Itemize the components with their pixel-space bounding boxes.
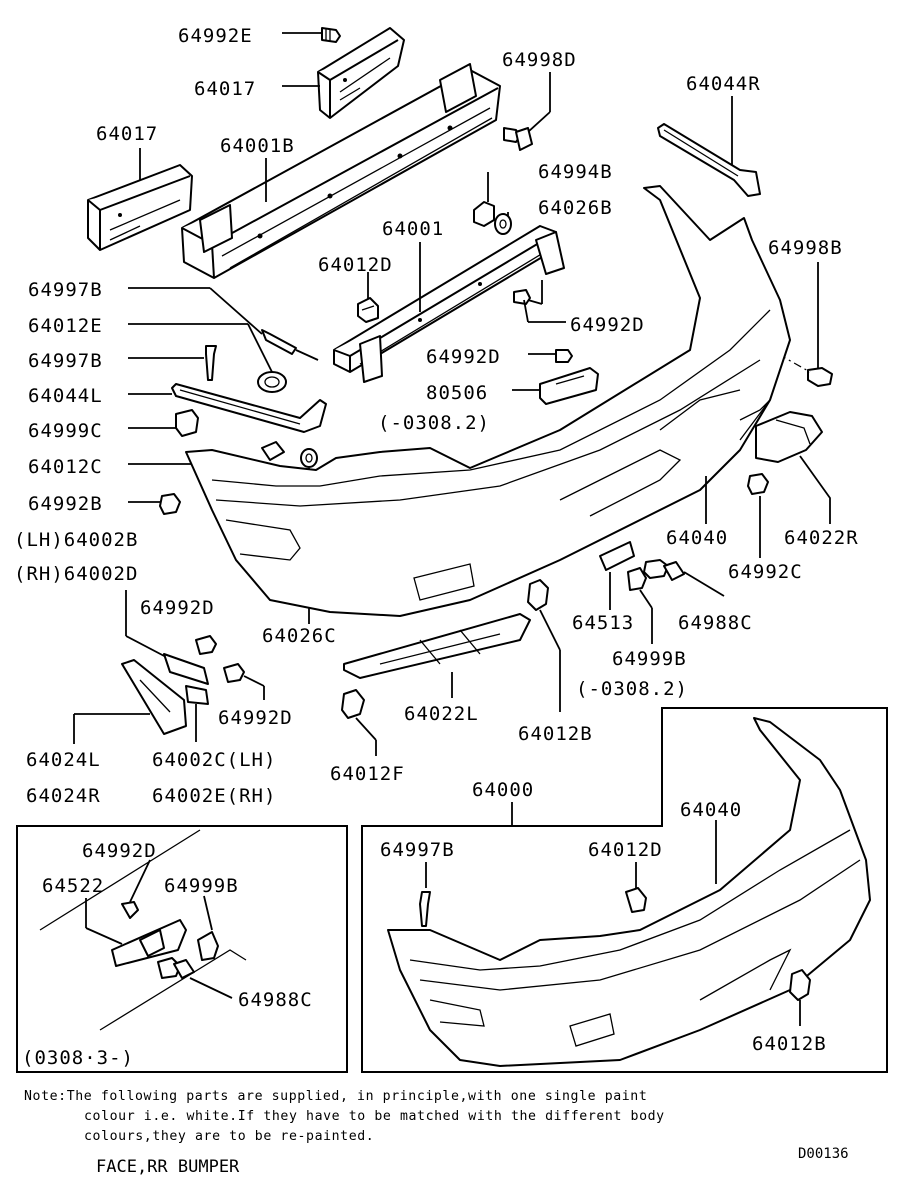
pad-64513 (599, 541, 635, 610)
label-64513: 64513 (572, 612, 634, 634)
label-64001: 64001 (382, 218, 444, 240)
diagram-code: D00136 (798, 1146, 849, 1162)
label-64988c-b: 64988C (238, 989, 313, 1011)
label-64992d-d: 64992D (218, 707, 293, 729)
bolt-64998d (503, 72, 551, 151)
label-64992e: 64992E (178, 25, 253, 47)
note-line-1: Note:The following parts are supplied, i… (24, 1089, 647, 1104)
label-64012c: 64012C (28, 456, 103, 478)
label-64997b-a: 64997B (28, 279, 103, 301)
label-64992d-e: 64992D (82, 840, 157, 862)
nut-64994b (473, 172, 495, 227)
bracket-64044r (657, 96, 761, 197)
clip-64999c (128, 409, 199, 437)
label-64012b-b: 64012B (752, 1033, 827, 1055)
label-64997b-c: 64997B (380, 839, 455, 861)
label-64012f: 64012F (330, 763, 405, 785)
clip-64999b (627, 567, 653, 644)
label-64002e: 64002E(RH) (152, 785, 276, 807)
washer-64026b (494, 212, 512, 235)
nut-64988c (643, 559, 725, 597)
note-block: Note:The following parts are supplied, i… (24, 1089, 665, 1144)
label-64002b: (LH)64002B (14, 529, 138, 551)
panel-64022l (343, 613, 531, 698)
label-64024r: 64024R (26, 785, 101, 807)
label-64017-b: 64017 (96, 123, 158, 145)
diagram-title: FACE,RR BUMPER (96, 1157, 240, 1177)
label-64992d-a: 64992D (570, 314, 645, 336)
part-labels: 64992E 64017 64998D 64044R 64017 64001B … (14, 25, 859, 1069)
label-64012e: 64012E (28, 315, 103, 337)
bracket-64002 (125, 590, 265, 742)
label-64026b: 64026B (538, 197, 613, 219)
label-64992b: 64992B (28, 493, 103, 515)
label-64012d: 64012D (318, 254, 393, 276)
clip-64012d (357, 272, 379, 323)
label-64988c-a: 64988C (678, 612, 753, 634)
label-64017-a: 64017 (194, 78, 256, 100)
grommet-64012e (128, 323, 287, 393)
label-64998b: 64998B (768, 237, 843, 259)
screw-64992d-b (528, 349, 573, 363)
label-64026c: 64026C (262, 625, 337, 647)
label-80506: 80506 (426, 382, 488, 404)
label-date-range-c: (0308·3-) (22, 1047, 134, 1069)
label-64022l: 64022L (404, 703, 479, 725)
bumper-face-64040 (185, 185, 791, 617)
label-64992c: 64992C (728, 561, 803, 583)
bracket-64017-left (87, 148, 193, 251)
bracket-64044l (128, 383, 327, 433)
label-64001b: 64001B (220, 135, 295, 157)
bracket-80506 (512, 367, 599, 405)
bracket-64022r (755, 411, 831, 524)
label-64040-b: 64040 (680, 799, 742, 821)
beam-64001b (181, 63, 501, 279)
rivet-64997b-b (128, 345, 217, 381)
label-date-range-a: (-0308.2) (378, 412, 490, 434)
screw-64992e (282, 27, 341, 43)
label-64012d-b: 64012D (588, 839, 663, 861)
label-64002d: (RH)64002D (14, 563, 138, 585)
inset-box-right (361, 707, 888, 1073)
clip-64012b (527, 579, 561, 712)
label-64998d: 64998D (502, 49, 577, 71)
label-64002c: 64002C(LH) (152, 749, 276, 771)
guard-64024 (73, 659, 187, 744)
label-date-range-b: (-0308.2) (576, 678, 688, 700)
note-line-3: colours,they are to be re-painted. (84, 1129, 374, 1144)
label-64022r: 64022R (784, 527, 859, 549)
screw-64992b (128, 493, 181, 515)
screw-64992d-a (513, 280, 566, 323)
label-64999b-b: 64999B (164, 875, 239, 897)
label-64997b-b: 64997B (28, 350, 103, 372)
label-64992d-c: 64992D (140, 597, 215, 619)
label-64044l: 64044L (28, 385, 103, 407)
label-64012b-a: 64012B (518, 723, 593, 745)
clip-64012f (341, 689, 377, 756)
note-line-2: colour i.e. white.If they have to be mat… (84, 1109, 665, 1124)
label-64044r: 64044R (686, 73, 761, 95)
label-64999c: 64999C (28, 420, 103, 442)
bar-64001 (333, 225, 565, 383)
rivet-64997b-a (128, 287, 319, 361)
label-64040-a: 64040 (666, 527, 728, 549)
label-64522: 64522 (42, 875, 104, 897)
inset-box-left (16, 825, 348, 1073)
label-64000: 64000 (472, 779, 534, 801)
screw-64992c (747, 473, 769, 558)
label-64999b-a: 64999B (612, 648, 687, 670)
bracket-64017-right (282, 27, 405, 119)
label-64024l: 64024L (26, 749, 101, 771)
label-64994b: 64994B (538, 161, 613, 183)
label-64992d-b: 64992D (426, 346, 501, 368)
